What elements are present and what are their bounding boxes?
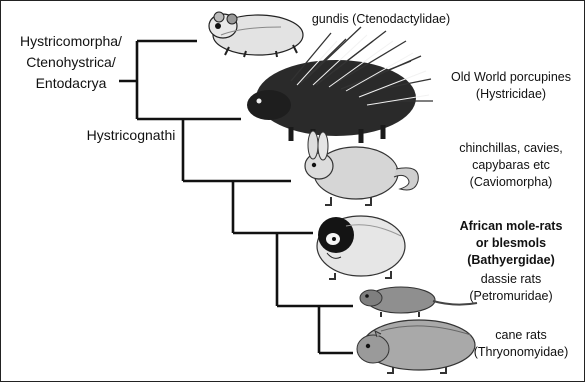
root-line-1: Hystricomorpha/ — [11, 31, 131, 52]
label-hystricognathi: Hystricognathi — [71, 125, 191, 146]
branch-hystricognathi — [183, 119, 241, 181]
gundi-icon — [209, 12, 303, 57]
label-caviomorphs: chinchillas, cavies, capybaras etc (Cavi… — [441, 140, 581, 191]
label-gundis: gundis (Ctenodactylidae) — [301, 11, 461, 28]
label-porcupines: Old World porcupines (Hystricidae) — [441, 69, 581, 103]
cane-rat-icon — [357, 320, 475, 373]
branch-molerat — [277, 233, 319, 306]
label-root-group: Hystricomorpha/ Ctenohystrica/ Entodacry… — [11, 31, 131, 94]
root-line-2: Ctenohystrica/ — [11, 52, 131, 73]
mole-rat-icon — [317, 216, 405, 279]
label-molerats: African mole-rats or blesmols (Bathyergi… — [439, 218, 583, 269]
root-line-3: Entodacrya — [11, 73, 131, 94]
branch-phiomorph — [233, 181, 291, 233]
label-cane-rats: cane rats (Thryonomyidae) — [463, 327, 579, 361]
branch-petro-thryo — [319, 306, 353, 353]
label-dassie-rats: dassie rats (Petromuridae) — [446, 271, 576, 305]
hystricognathi-text: Hystricognathi — [87, 127, 176, 143]
